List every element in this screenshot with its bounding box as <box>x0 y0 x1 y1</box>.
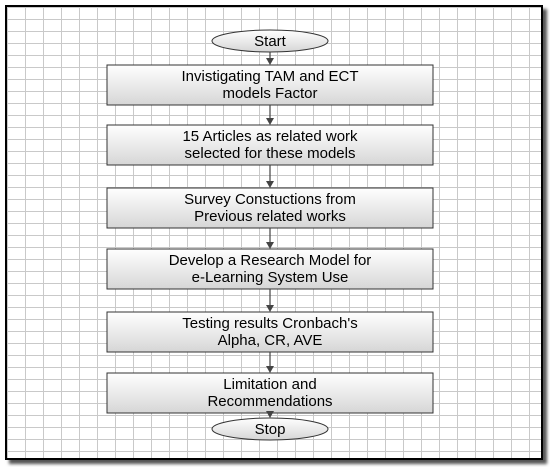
process-step-1-line-2: models Factor <box>222 85 317 102</box>
stop-terminal: Stop <box>211 417 329 441</box>
process-step-5-line-1: Testing results Cronbach's <box>182 315 357 332</box>
process-step-6-line-2: Recommendations <box>207 393 332 410</box>
start-terminal: Start <box>211 29 329 53</box>
process-step-3-line-2: Previous related works <box>194 208 346 225</box>
process-step-5-line-2: Alpha, CR, AVE <box>218 332 323 349</box>
arrow-step-1-to-step-2 <box>266 105 274 125</box>
process-step-3-line-1: Survey Constuctions from <box>184 191 356 208</box>
arrow-step-3-to-step-4 <box>266 228 274 249</box>
arrow-last-step-to-stop <box>266 411 274 418</box>
process-step-4-line-1: Develop a Research Model for <box>169 252 372 269</box>
arrow-step-5-to-step-6 <box>266 352 274 373</box>
arrow-step-4-to-step-5 <box>266 289 274 312</box>
process-step-6-line-1: Limitation and <box>223 376 316 393</box>
process-step-4-line-2: e-Learning System Use <box>192 269 349 286</box>
arrow-step-2-to-step-3 <box>266 165 274 188</box>
process-step-1-line-1: Invistigating TAM and ECT <box>181 68 358 85</box>
start-terminal-label: Start <box>254 33 287 50</box>
stop-terminal-label: Stop <box>255 421 286 438</box>
process-step-2-line-2: selected for these models <box>185 145 356 162</box>
arrow-start-to-step-1 <box>266 52 274 65</box>
process-step-2-line-1: 15 Articles as related work <box>182 128 358 145</box>
